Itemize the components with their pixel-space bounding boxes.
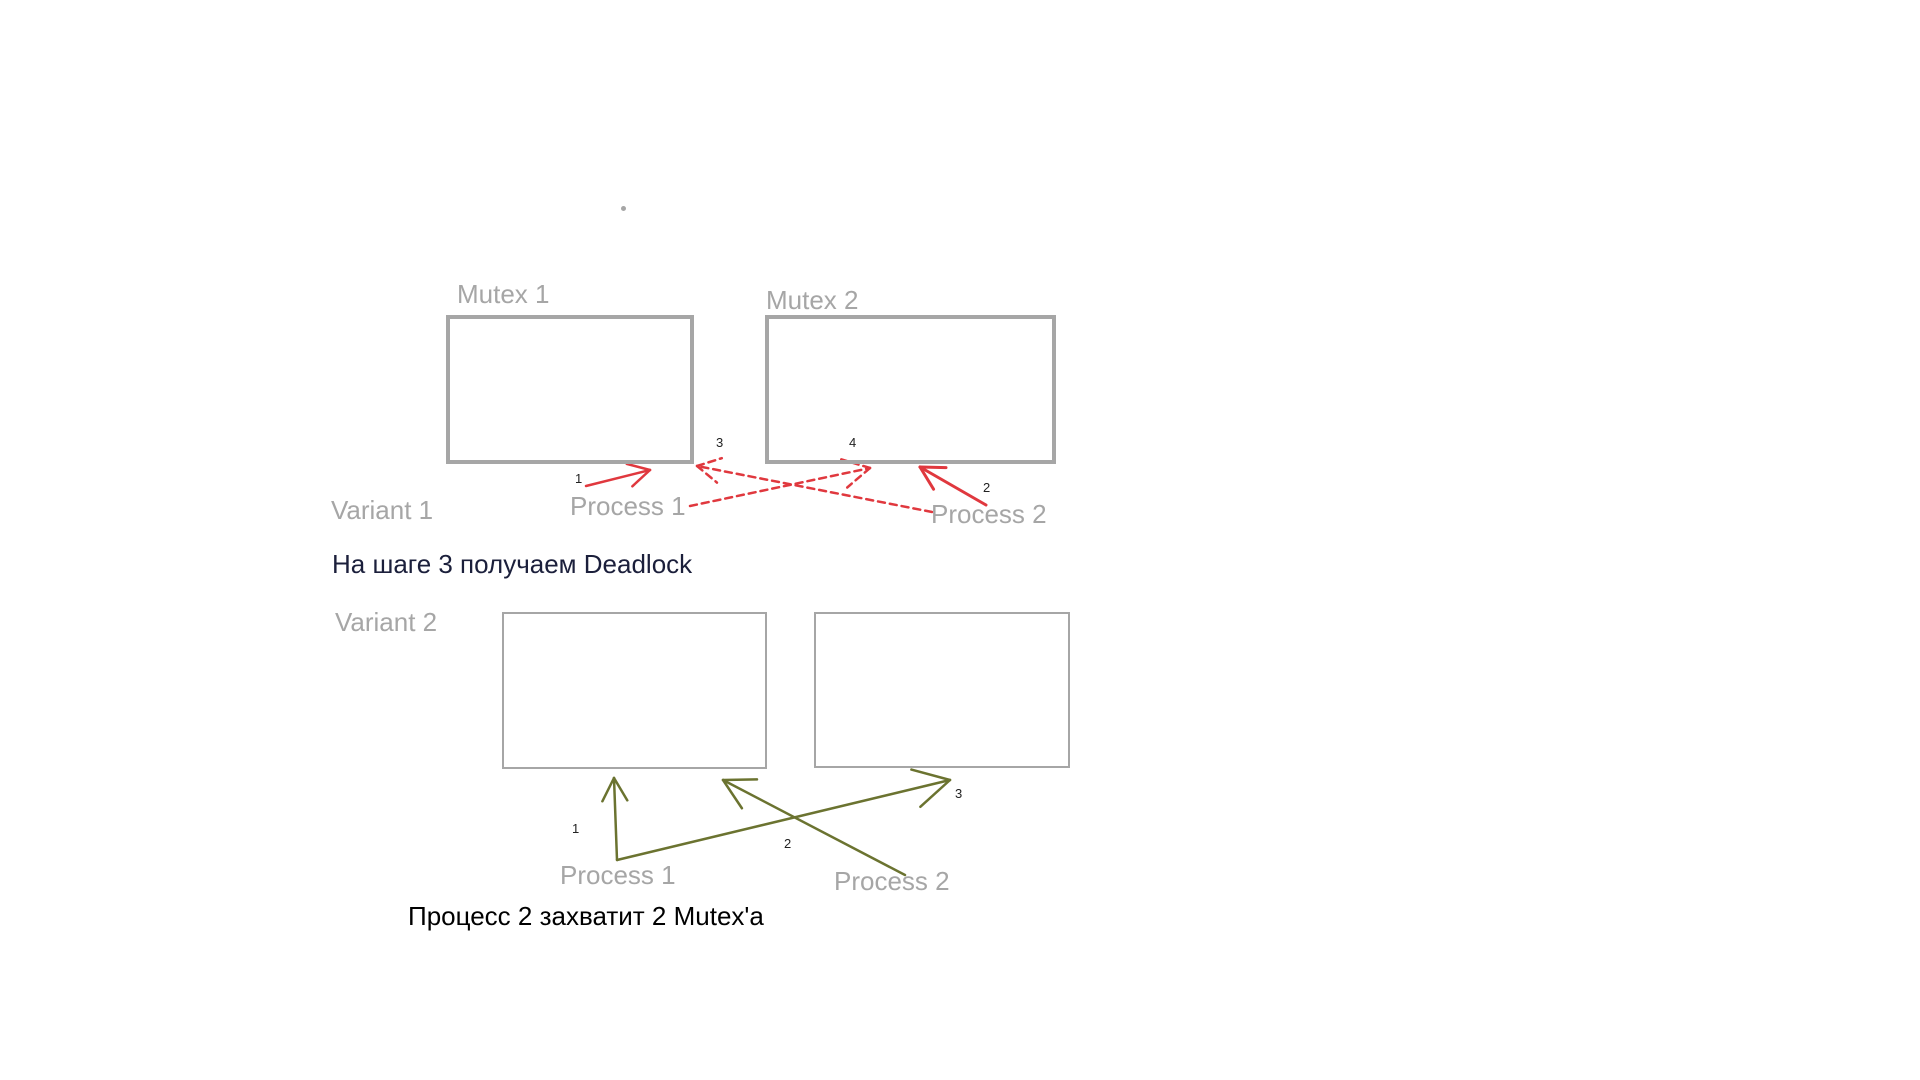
variant1-arrow-step3	[695, 456, 934, 514]
variant1-mutex2-label: Mutex 2	[766, 285, 859, 315]
variant2-process2-label: Process 2	[834, 866, 950, 896]
variant1-mutex2-box	[765, 315, 1056, 464]
variant2-step-3: 3	[955, 786, 963, 801]
variant1-mutex1-box	[446, 315, 694, 464]
variant2-arrows	[601, 768, 952, 877]
variant2-label: Variant 2	[335, 607, 438, 637]
variant2-arrow-step2	[721, 778, 907, 877]
variant2-process1-label: Process 1	[560, 860, 676, 890]
variant2-mutex2-box	[814, 612, 1070, 768]
variant1-mutex1-label: Mutex 1	[457, 279, 550, 309]
variant2-arrow-step1	[601, 776, 629, 862]
variant2-mutex1-box	[502, 612, 767, 769]
variant1-process2-label: Process 2	[931, 499, 1047, 529]
variant1-step-3: 3	[716, 435, 724, 450]
variant2-arrow-step3	[615, 768, 952, 862]
variant1-process1-label: Process 1	[570, 491, 686, 521]
variant1-arrow-step1	[584, 462, 652, 488]
variant2-step-1: 1	[572, 821, 580, 836]
variant1-step-1: 1	[575, 471, 583, 486]
variant1-step-4: 4	[849, 435, 857, 450]
variant1-label: Variant 1	[331, 495, 434, 525]
stray-dot	[621, 206, 626, 211]
variant1-caption: На шаге 3 получаем Deadlock	[332, 549, 693, 579]
variant2-caption: Процесс 2 захватит 2 Mutex'a	[408, 901, 764, 931]
variant1-arrow-step2	[918, 465, 988, 507]
variant2-step-2: 2	[784, 836, 792, 851]
variant1-step-2: 2	[983, 480, 991, 495]
variant1-arrows	[584, 456, 988, 514]
